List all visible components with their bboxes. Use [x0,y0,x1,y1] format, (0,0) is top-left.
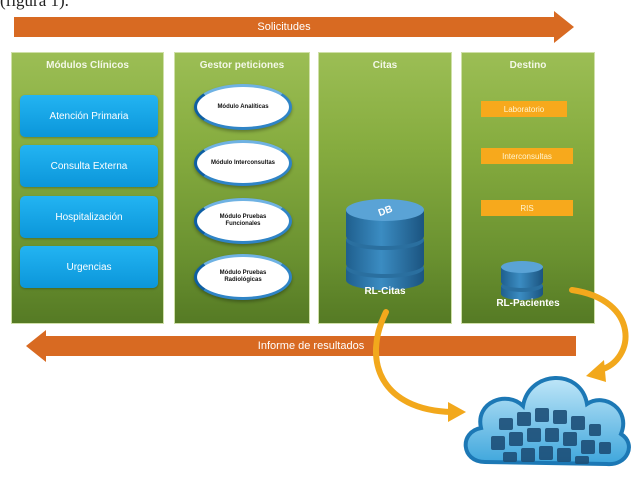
outpatient-module: Consulta Externa [20,145,158,187]
radiology-tests-module-label: Módulo Pruebas Radiológicas [219,270,267,283]
cloud-apps-icon [463,376,631,467]
results-arrow-label: Informe de resultados [257,340,365,352]
analytics-module-label: Módulo Analíticas [217,103,269,110]
emergency-module: Urgencias [20,246,158,288]
destination-title: Destino [509,60,547,71]
laboratory-tag: Laboratorio [481,101,567,117]
db-badge: DB [377,204,394,219]
citas-to-cloud-arrow [372,309,455,415]
interconsultation-module-label: Módulo Interconsultas [210,159,275,166]
emergency-label: Urgencias [66,261,112,273]
request-manager-panel: Gestor peticiones Módulo Analíticas Módu… [174,52,310,324]
citas-to-cloud-arrow-head [448,402,466,422]
figure-caption: (figura 1). [0,0,69,10]
interconsultations-tag-label: Interconsultas [502,151,552,161]
clinical-modules-panel: Módulos Clínicos Atención Primaria Consu… [11,52,164,324]
ris-tag-label: RIS [520,203,534,213]
hospitalization-module: Hospitalización [20,196,158,238]
primary-care-module: Atención Primaria [20,95,158,137]
requests-arrow-label: Solicitudes [257,21,311,33]
primary-care-label: Atención Primaria [49,110,129,122]
destination-panel: Destino Laboratorio Interconsultas RIS R… [461,52,595,324]
clinical-modules-title: Módulos Clínicos [46,60,129,71]
request-manager-title: Gestor peticiones [199,60,285,71]
appointments-panel: Citas DB RL-Citas [318,52,452,324]
appointments-title: Citas [372,60,398,71]
results-arrow: Informe de resultados [46,336,576,356]
ris-tag: RIS [481,200,573,216]
functional-tests-module: Módulo Pruebas Funcionales [194,198,292,244]
pacientes-to-cloud-arrow-head [586,360,606,382]
interconsultations-tag: Interconsultas [481,148,573,164]
database-icon: DB [346,199,424,290]
outpatient-label: Consulta Externa [50,160,128,172]
patients-database-icon [501,261,543,300]
results-arrow-head [26,330,46,362]
hospitalization-label: Hospitalización [55,211,123,223]
functional-tests-module-label: Módulo Pruebas Funcionales [219,214,267,227]
rl-pacientes-label: RL-Pacientes [496,298,560,309]
radiology-tests-module: Módulo Pruebas Radiológicas [194,254,292,300]
requests-arrow: Solicitudes [14,17,554,37]
laboratory-tag-label: Laboratorio [503,104,545,114]
rl-citas-label: RL-Citas [364,286,406,297]
interconsultation-module: Módulo Interconsultas [194,140,292,186]
requests-arrow-head [554,11,574,43]
analytics-module: Módulo Analíticas [194,84,292,130]
pacientes-to-cloud-arrow [569,287,629,373]
